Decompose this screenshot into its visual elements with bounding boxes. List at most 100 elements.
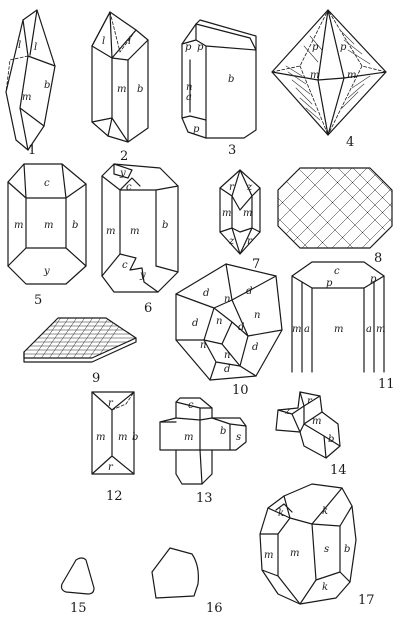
- figure-7-face-label: z: [228, 236, 235, 247]
- figure-6-face-label: b: [162, 220, 168, 231]
- figure-7: r z m m z r 7: [219, 169, 261, 272]
- figure-3-face-label: p: [197, 42, 204, 53]
- figure-16: 16: [151, 547, 223, 616]
- figure-3-face-label: n: [186, 82, 192, 93]
- figure-7-face-label: r: [229, 182, 235, 193]
- figure-2-face-label: l: [102, 36, 105, 47]
- figure-2: l l m b 2: [91, 11, 149, 164]
- figure-6: y c m m b c y 6: [101, 163, 179, 316]
- figure-2-face-label: b: [137, 84, 143, 95]
- figure-10-face-label: d: [224, 364, 230, 375]
- figure-10-face-label: n: [224, 294, 230, 305]
- figure-13-drawing: [159, 397, 247, 485]
- figure-11-drawing: [291, 261, 385, 373]
- figure-2-face-label: l: [128, 36, 131, 47]
- figure-10: d d n d n n d n d n d 10: [175, 263, 283, 398]
- figure-7-drawing: [219, 169, 261, 255]
- figure-11-face-label: p: [370, 274, 377, 285]
- figure-13-face-label: s: [236, 432, 241, 443]
- figure-17-face-label: s: [324, 544, 329, 555]
- figure-1: l l b m 1: [5, 9, 56, 158]
- figure-10-face-label: d: [203, 288, 209, 299]
- figure-2-face-label: m: [117, 84, 126, 95]
- figure-6-face-label: m: [106, 226, 115, 237]
- figure-1-face-label: b: [44, 80, 50, 91]
- figure-4-face-label: m: [347, 70, 356, 81]
- figure-8-number: 8: [374, 251, 382, 266]
- figure-11-face-label: c: [334, 266, 340, 277]
- figure-17-face-label: m: [290, 548, 299, 559]
- figure-14-face-label: m: [312, 416, 321, 427]
- figure-8-drawing: [277, 167, 393, 249]
- figure-4-face-label: p: [312, 42, 319, 53]
- figure-6-face-label: c: [126, 182, 132, 193]
- figure-12-number: 12: [106, 489, 123, 504]
- figure-4-drawing: [271, 9, 387, 136]
- figure-8: 8: [277, 167, 393, 266]
- figure-5-number: 5: [34, 293, 42, 308]
- figure-5-face-label: m: [14, 220, 23, 231]
- figure-3-face-label: p: [185, 42, 192, 53]
- figure-3: p p n a b p 3: [181, 19, 257, 158]
- figure-6-drawing: [101, 163, 179, 293]
- figure-12-drawing: [91, 391, 135, 475]
- figure-3-face-label: b: [228, 74, 234, 85]
- figure-17-face-label: k: [322, 506, 328, 517]
- figure-4-number: 4: [346, 135, 354, 150]
- figure-10-face-label: d: [238, 322, 244, 333]
- figure-13-number: 13: [196, 491, 213, 506]
- figure-2-number: 2: [120, 149, 128, 164]
- figure-17-face-label: b: [344, 544, 350, 555]
- figure-7-face-label: z: [246, 182, 253, 193]
- figure-9: 9: [23, 317, 137, 386]
- figure-10-face-label: d: [192, 318, 198, 329]
- figure-11-face-label: m: [376, 324, 385, 335]
- figure-17-face-label: k: [322, 582, 328, 593]
- figure-5-face-label: c: [44, 178, 50, 189]
- figure-17-drawing: [259, 483, 357, 605]
- figure-10-face-label: n: [200, 340, 206, 351]
- figure-14-number: 14: [330, 463, 347, 478]
- figure-15: 15: [60, 557, 95, 616]
- figure-1-number: 1: [28, 143, 36, 158]
- figure-12: r m m b r 12: [91, 391, 138, 504]
- figure-5-face-label: b: [72, 220, 78, 231]
- figure-11-face-label: a: [366, 324, 372, 335]
- figure-12-face-label: b: [132, 432, 138, 443]
- figure-12-face-label: m: [118, 432, 127, 443]
- figure-10-face-label: d: [246, 286, 252, 297]
- figure-10-face-label: n: [216, 316, 222, 327]
- figure-12-face-label: r: [108, 462, 114, 473]
- figure-6-number: 6: [144, 301, 152, 316]
- figure-5: c m m b y 5: [7, 163, 87, 308]
- figure-13-face-label: m: [184, 432, 193, 443]
- figure-17-number: 17: [358, 593, 375, 608]
- figure-9-drawing: [23, 317, 137, 363]
- figure-11-face-label: m: [292, 324, 301, 335]
- figure-4: p p m m 4: [271, 9, 387, 150]
- figure-7-number: 7: [252, 257, 260, 272]
- figure-12-face-label: r: [108, 398, 114, 409]
- figure-11: c p p m a m a m 11: [291, 261, 395, 392]
- figure-3-drawing: [181, 19, 257, 139]
- figure-1-drawing: [5, 9, 56, 151]
- figure-4-hatching: [285, 29, 371, 121]
- figure-7-face-label: m: [222, 208, 231, 219]
- figure-6-face-label: y: [139, 270, 146, 281]
- figure-14-face-label: z: [284, 406, 291, 417]
- figure-15-number: 15: [70, 601, 87, 616]
- figure-11-face-label: p: [326, 278, 333, 289]
- figure-17-face-label: k: [278, 508, 284, 519]
- figure-3-number: 3: [228, 143, 236, 158]
- figure-10-face-label: d: [252, 342, 258, 353]
- figure-3-face-label: p: [193, 124, 200, 135]
- figure-6-face-label: y: [119, 168, 126, 179]
- figure-13-face-label: b: [220, 426, 226, 437]
- figure-7-face-label: m: [243, 208, 252, 219]
- figure-10-face-label: n: [254, 310, 260, 321]
- figure-3-face-label: a: [186, 92, 192, 103]
- figure-17-face-label: m: [264, 550, 273, 561]
- figure-10-drawing: [175, 263, 283, 381]
- figure-1-face-label: l: [34, 42, 37, 53]
